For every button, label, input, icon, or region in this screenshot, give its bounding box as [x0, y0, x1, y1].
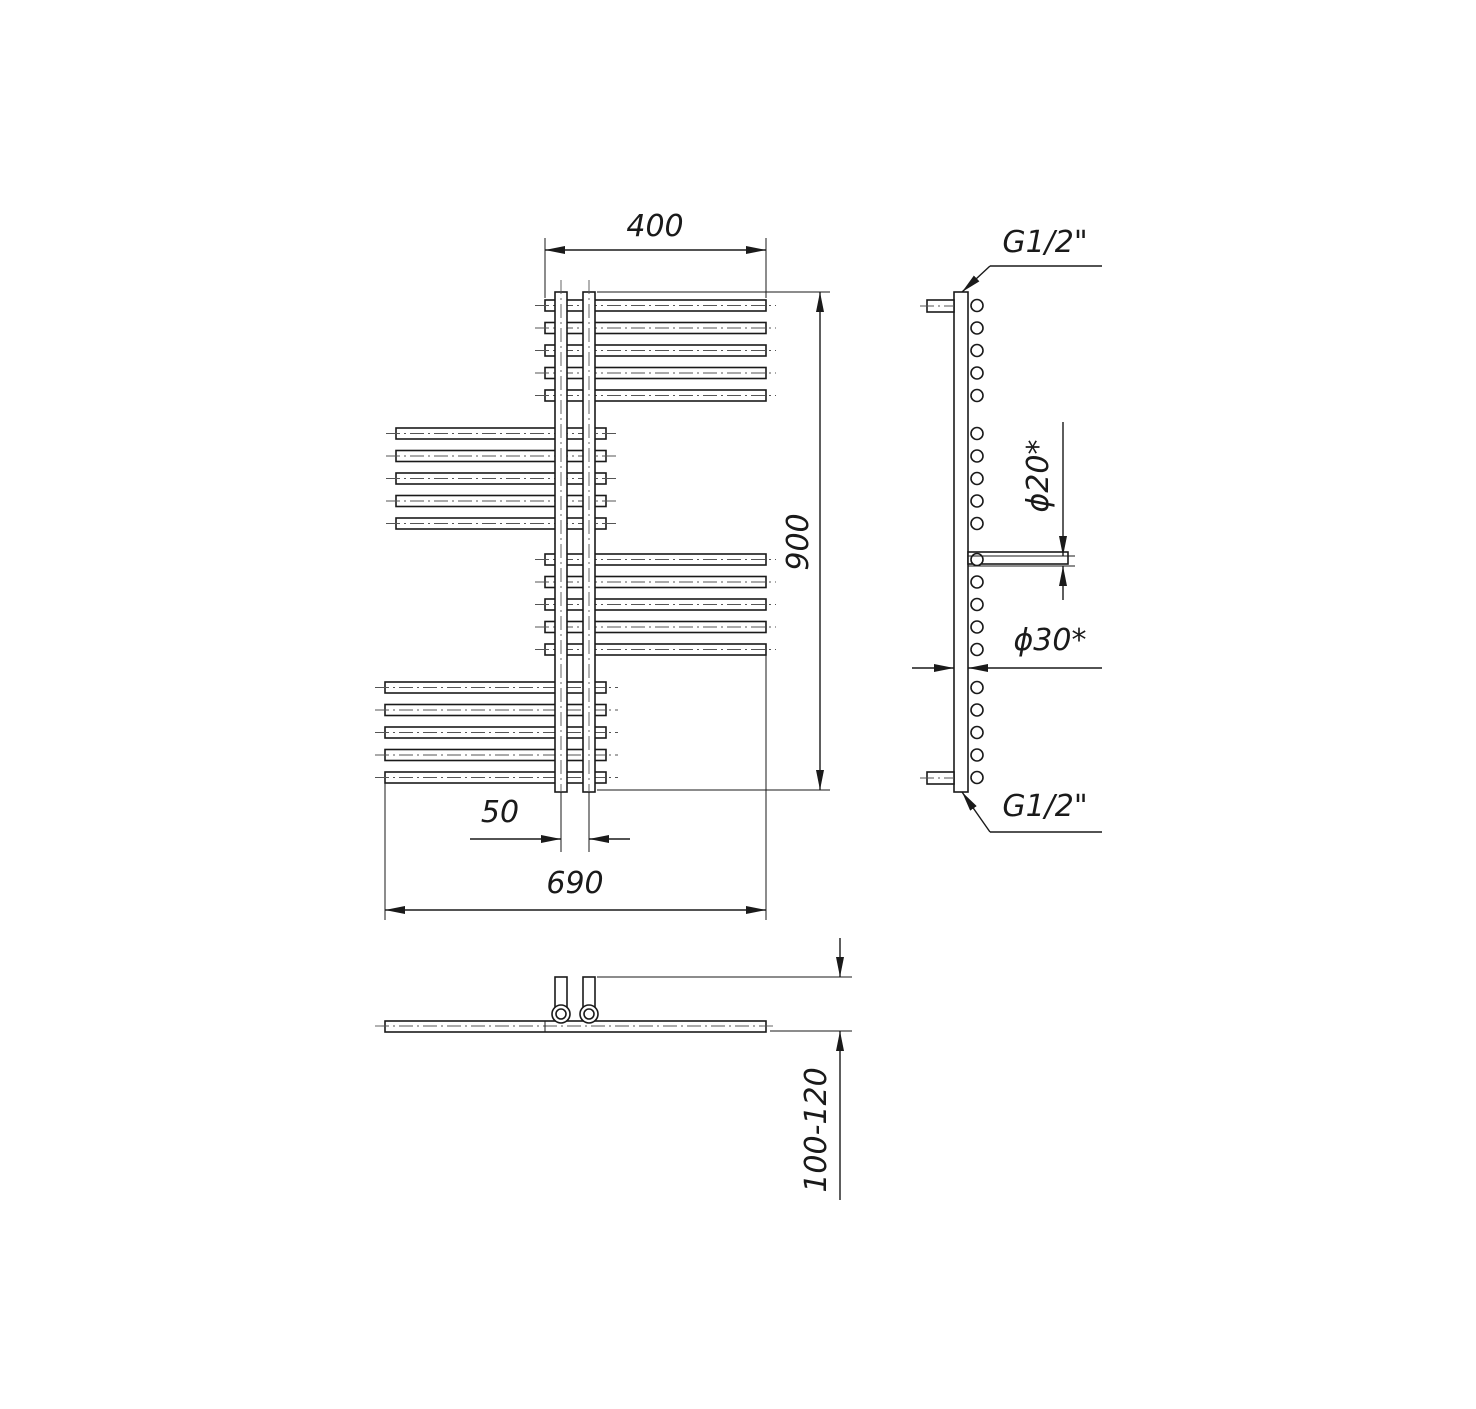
bar-end-circle: [970, 703, 984, 717]
connection-top-label: G1/2": [1002, 225, 1087, 260]
dimension-top-width-label: 400: [626, 209, 683, 244]
bar-end-circle: [970, 388, 984, 403]
bar-end-circle: [970, 449, 984, 463]
top-view-bar: [384, 1020, 767, 1033]
side-collector: [953, 291, 969, 793]
bar-end-circle: [970, 575, 984, 589]
bar-end-circle: [970, 748, 984, 762]
dimension-400: 400: [544, 209, 767, 298]
bar-end-circle: [970, 516, 984, 531]
bar-end-circle: [970, 725, 984, 740]
bar-end-circle: [970, 680, 984, 695]
dimension-wall-distance: 100-120: [597, 938, 852, 1200]
dimension-wall-distance-label: 100-120: [799, 1067, 834, 1192]
connection-bottom-callout: G1/2": [961, 789, 1102, 833]
bar-end-circle: [970, 366, 984, 380]
bar-end-circle: [970, 321, 984, 335]
bar-end-circle: [970, 471, 984, 486]
top-view: 100-120: [375, 938, 852, 1200]
dimension-total-width-label: 690: [546, 866, 603, 901]
bar-end-circle: [970, 494, 984, 508]
dimension-690: 690: [384, 655, 767, 920]
bar-diameter-label: ϕ20*: [1021, 440, 1056, 513]
dimension-pipe-spacing-label: 50: [481, 795, 519, 830]
dimension-total-height-label: 900: [781, 513, 816, 570]
front-view: 400 900 50 690: [375, 209, 830, 920]
mid-connection-stub: [967, 551, 1069, 565]
bar-end-circle: [970, 552, 984, 567]
bar-end-circle: [970, 597, 984, 612]
bar-end-circle: [970, 642, 984, 657]
connection-top-callout: G1/2": [961, 225, 1102, 293]
side-bar-circles: [970, 298, 984, 785]
bar-end-circle: [970, 620, 984, 634]
collector-diameter-callout: ϕ30*: [912, 623, 1102, 672]
front-bars: [375, 299, 776, 784]
bar-end-circle: [970, 343, 984, 358]
bar-end-circle: [970, 298, 984, 313]
dimension-900: 900: [597, 291, 830, 791]
side-view: G1/2" G1/2" ϕ20* ϕ30*: [912, 225, 1102, 833]
bar-end-circle: [970, 426, 984, 441]
bar-diameter-callout: ϕ20*: [968, 422, 1075, 600]
connection-bottom-label: G1/2": [1002, 789, 1087, 824]
collector-diameter-label: ϕ30*: [1014, 623, 1087, 658]
bar-end-circle: [970, 770, 984, 785]
dimension-50: 50: [470, 792, 630, 852]
